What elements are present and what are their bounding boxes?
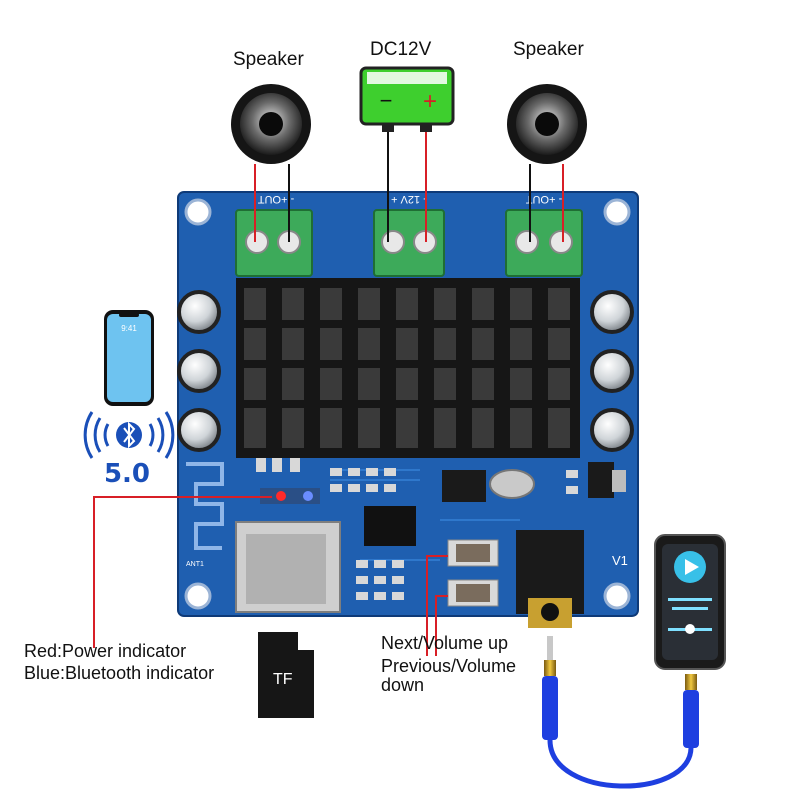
- tf-card-label: TF: [273, 671, 293, 688]
- tf-card-icon: [258, 632, 314, 718]
- smartphone-icon: [104, 310, 154, 406]
- pcb-antenna: [186, 462, 224, 550]
- next-button[interactable]: [447, 539, 499, 567]
- power-supply-label: DC12V: [370, 39, 432, 60]
- battery-minus-label: −: [380, 88, 393, 113]
- bluetooth-icon: [83, 411, 175, 459]
- capacitors: [177, 290, 634, 452]
- phone-time: 9:41: [121, 324, 137, 333]
- board-version-label: V1: [612, 553, 628, 568]
- mount-hole: [603, 582, 631, 610]
- battery-icon: [359, 66, 455, 132]
- next-volume-up-label: Next/Volume up: [381, 633, 509, 653]
- terminal-out-right: [505, 209, 583, 277]
- audio-jack: [516, 530, 584, 628]
- blue-led: [303, 491, 313, 501]
- power-silkscreen: - 12V +: [391, 193, 427, 205]
- speaker-right-label: Speaker: [513, 39, 584, 60]
- heatsink: [236, 278, 580, 458]
- amplifier-chip: [364, 506, 416, 546]
- bluetooth-version-label: 5.0: [104, 459, 150, 489]
- chip-small: [442, 470, 486, 502]
- terminal-power: [373, 209, 445, 277]
- tf-card-slot: [235, 521, 341, 613]
- volume-down-label: down: [381, 675, 425, 695]
- battery-plus-label: +: [423, 88, 437, 115]
- crystal-oscillator: [489, 469, 535, 499]
- speaker-left-icon: [231, 84, 311, 164]
- mount-hole: [603, 198, 631, 226]
- mount-hole: [184, 198, 212, 226]
- red-indicator-label: Red:Power indicator: [24, 641, 187, 661]
- out-left-silkscreen: - +OUT: [258, 193, 295, 205]
- aux-cable: [542, 636, 699, 789]
- mount-hole: [184, 582, 212, 610]
- speaker-right-icon: [507, 84, 587, 164]
- antenna-label: ANT1: [186, 561, 204, 568]
- regulator: [588, 462, 614, 498]
- out-right-silkscreen: - +OUT: [526, 193, 563, 205]
- wires: [93, 132, 564, 656]
- previous-volume-label: Previous/Volume: [381, 656, 517, 676]
- smd-components: [256, 458, 578, 600]
- terminal-out-left: [235, 209, 313, 277]
- regulator-tab: [612, 470, 626, 492]
- previous-button[interactable]: [447, 579, 499, 607]
- blue-indicator-label: Blue:Bluetooth indicator: [24, 663, 215, 683]
- red-led: [276, 491, 286, 501]
- music-player-icon: [654, 534, 726, 670]
- speaker-left-label: Speaker: [233, 49, 304, 70]
